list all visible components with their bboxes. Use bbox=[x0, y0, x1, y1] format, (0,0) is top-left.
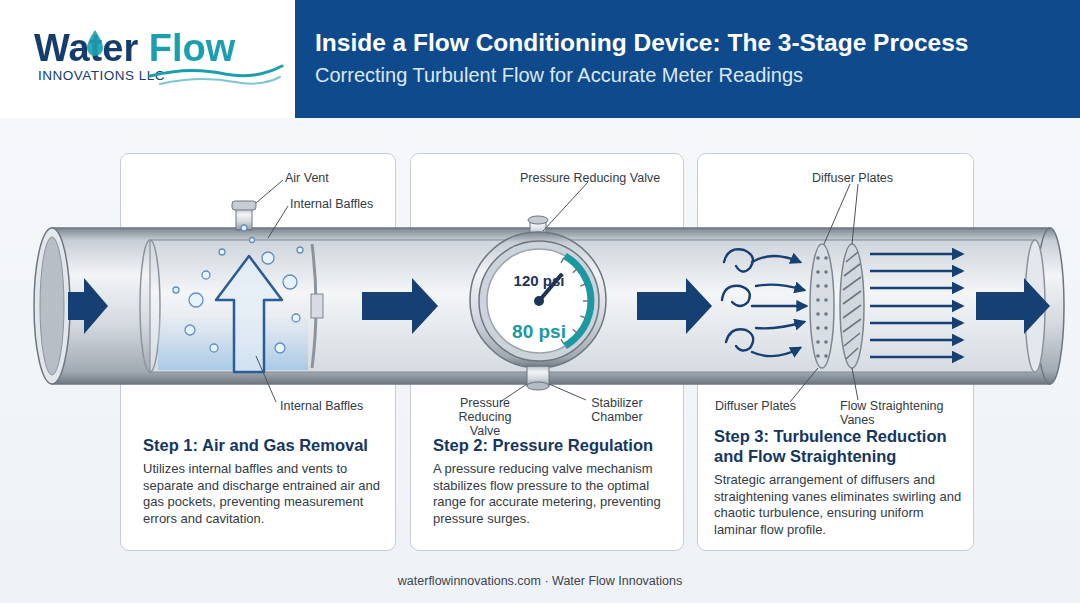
flow-arrow bbox=[976, 278, 1050, 334]
logo-box: Water FlowINNOVATIONS LLC bbox=[0, 0, 295, 118]
step-panel: Step 3: Turbulence Reduction and Flow St… bbox=[697, 153, 974, 551]
gauge-tick bbox=[573, 269, 578, 273]
part-label: Stabilizer Chamber bbox=[582, 396, 652, 424]
pipe-cutaway bbox=[1025, 240, 1045, 372]
pipe-body bbox=[1036, 228, 1064, 384]
step-description: Utilizes internal baffles and vents to s… bbox=[143, 461, 389, 527]
step-heading: Step 2: Pressure Regulation bbox=[433, 435, 683, 455]
part-label: Internal Baffles bbox=[290, 197, 400, 211]
part-label: Pressure Reducing Valve bbox=[520, 171, 680, 185]
gauge-face bbox=[477, 239, 601, 363]
step-heading: Step 3: Turbulence Reduction and Flow St… bbox=[714, 426, 959, 466]
step-heading: Step 1: Air and Gas Removal bbox=[143, 435, 393, 455]
gauge-tick bbox=[583, 300, 589, 302]
gauge-tick bbox=[561, 258, 564, 263]
diagram-title: Inside a Flow Conditioning Device: The 3… bbox=[315, 29, 968, 57]
part-label: Air Vent bbox=[285, 171, 375, 185]
part-label: Pressure Reducing Valve bbox=[450, 396, 520, 438]
gauge-reading: 120 psi bbox=[477, 272, 601, 289]
step-panel: Step 2: Pressure Regulation A pressure re… bbox=[410, 153, 684, 551]
logo-subtitle: INNOVATIONS LLC bbox=[38, 68, 165, 83]
gauge-ring bbox=[479, 241, 599, 361]
gauge-tick bbox=[580, 316, 586, 318]
gauge-tick bbox=[580, 284, 586, 286]
logo-name: Water Flow bbox=[34, 27, 235, 70]
step-description: Strategic arrangement of diffusers and s… bbox=[714, 472, 966, 538]
subtitle: Correcting Turbulent Flow for Accurate M… bbox=[315, 64, 803, 87]
part-label: Diffuser Plates bbox=[812, 171, 912, 185]
footer-text: waterflowinnovations.com · Water Flow In… bbox=[0, 574, 1080, 588]
step-panel: Step 1: Air and Gas RemovalUtilizes inte… bbox=[120, 153, 396, 551]
flow-arrow bbox=[68, 278, 108, 334]
pipe-body bbox=[40, 237, 64, 375]
pipe-body bbox=[34, 228, 70, 384]
part-label: Internal Baffles bbox=[280, 399, 390, 413]
header-band bbox=[295, 0, 1080, 118]
gauge-hub bbox=[534, 296, 544, 306]
part-label: Diffuser Plates bbox=[715, 399, 815, 413]
part-label: Flow Straightening Vanes bbox=[840, 399, 960, 427]
gauge-tick bbox=[573, 329, 578, 333]
step-description: A pressure reducing valve mechanism stab… bbox=[433, 461, 677, 527]
gauge-arc bbox=[565, 256, 591, 346]
gauge-reading: 80 psi bbox=[477, 321, 601, 343]
pressure-gauge: 120 psi 80 psi bbox=[477, 239, 601, 363]
